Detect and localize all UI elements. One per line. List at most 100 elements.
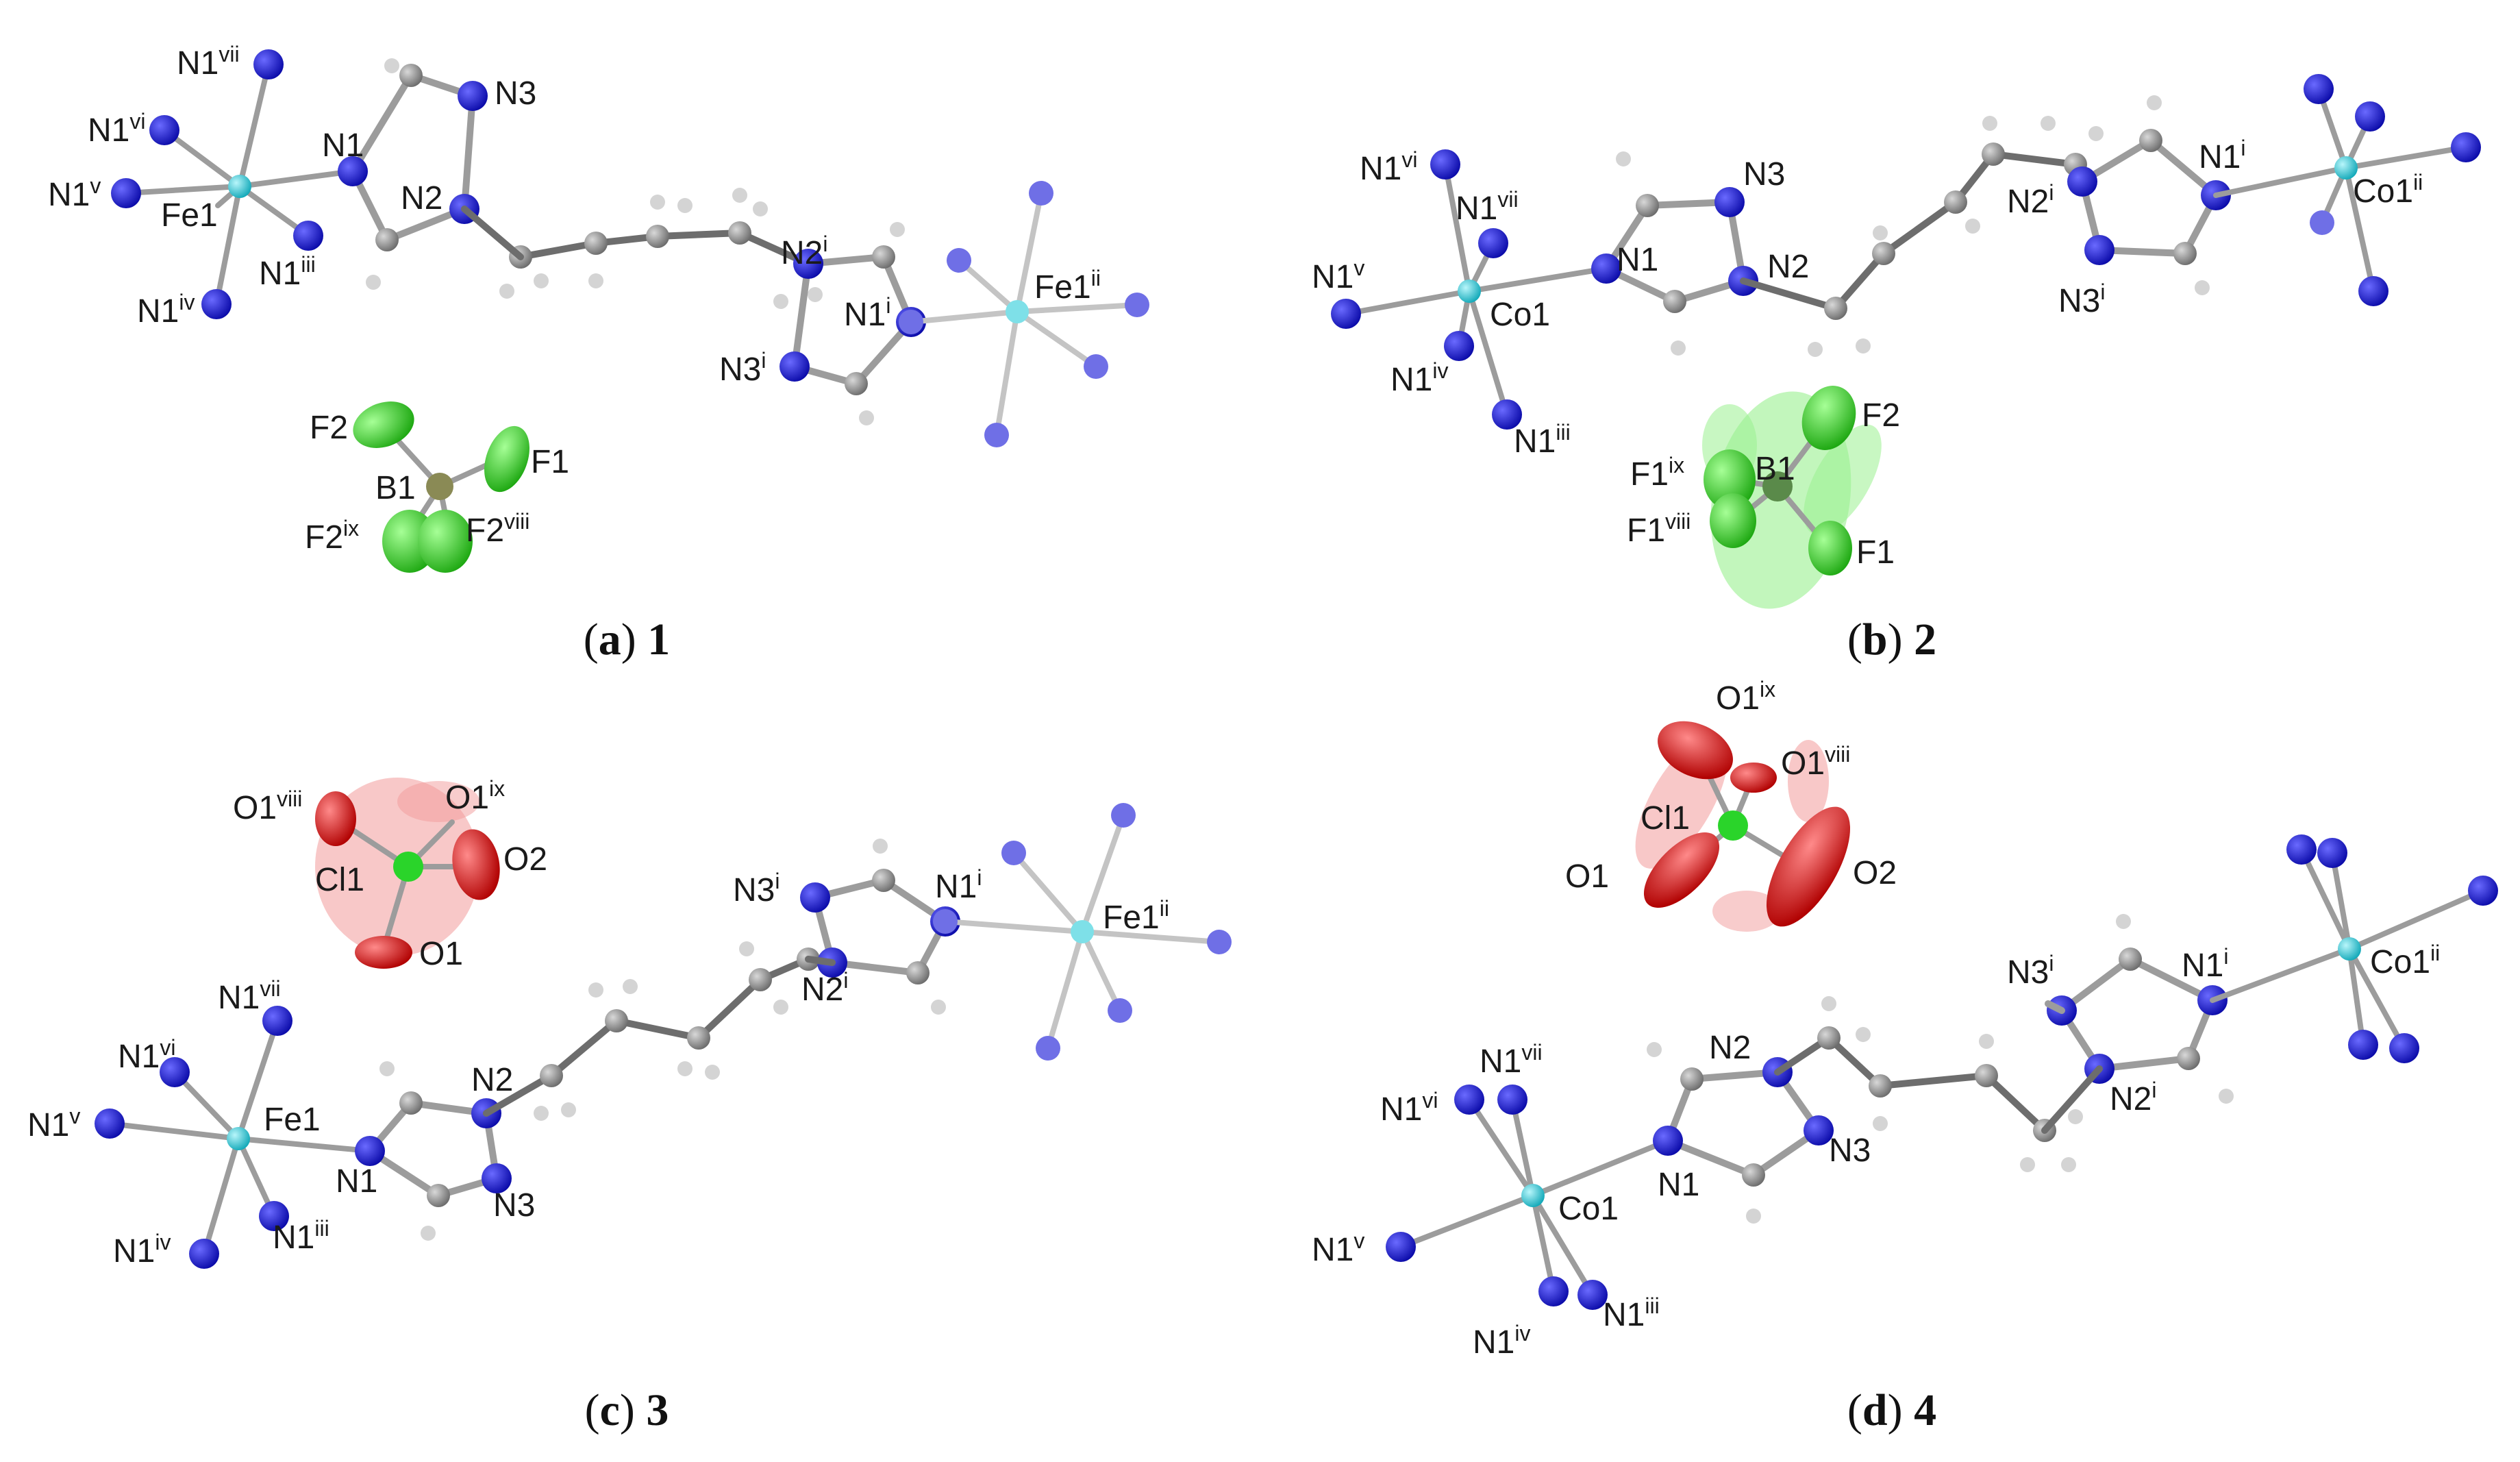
bond [2127,956,2216,1004]
carbon-atom [1975,1064,1998,1087]
panel-caption: (d) 4 [1847,1385,1936,1435]
bond [1825,1034,1884,1089]
bond [172,1069,241,1141]
carbon-atom [1982,143,2005,166]
fluorine-atom [1808,521,1852,575]
nitrogen-atom [779,351,810,382]
atom-label: F1 [1856,534,1895,571]
hydrogen-atom [1873,225,1888,240]
nitrogen-atom [1001,841,1026,865]
atom-label: O1viii [1781,742,1850,782]
atom-label: N1vi [88,109,145,149]
bond [1510,1097,1536,1198]
nitrogen-atom [253,49,284,79]
atom-label: N1iv [1473,1321,1530,1361]
atom-label: N3i [719,348,766,388]
nitrogen-atom [2451,132,2481,162]
metal-atom [227,1127,250,1150]
atom-label: N1vii [218,976,281,1016]
atom-label: N3 [1743,156,1785,193]
hydrogen-atom [2147,95,2162,110]
bond [805,956,836,966]
bond [237,169,355,189]
oxygen-atom [1766,806,1851,927]
atom-label: N2 [471,1062,513,1098]
bond [1832,250,1887,312]
bond [994,309,1020,438]
hydrogen-atom [588,273,603,288]
atom-label: Co1ii [2353,170,2423,210]
nitrogen-atom [95,1108,125,1139]
carbon-atom [1817,1026,1841,1050]
hydrogen-atom [753,201,768,216]
hydrogen-atom [366,275,381,290]
hydrogen-atom [2041,116,2056,131]
nitrogen-atom [262,1006,292,1036]
atom-label: N1vii [177,42,240,82]
nitrogen-atom [933,909,958,934]
metal-atom [1071,920,1094,943]
hydrogen-atom [421,1226,436,1241]
carbon-atom [605,1009,628,1032]
oxygen-ghost-atom [1712,891,1781,932]
bond [2330,850,2352,952]
atom-label: O2 [1853,855,1897,891]
bond [1740,277,1839,312]
bond [2343,165,2376,294]
nitrogen-atom [1497,1085,1527,1115]
bond [1530,1138,1671,1198]
fluorine-atom [418,510,473,573]
oxygen-atom [315,791,356,846]
hydrogen-atom [873,839,888,854]
hydrogen-atom [2020,1157,2035,1172]
atom-label: N1 [322,127,364,164]
nitrogen-atom [2348,1030,2378,1060]
bond [483,1072,555,1117]
atom-label: N1i [2199,136,2245,175]
oxygen-atom [452,829,500,900]
nitrogen-atom [1653,1126,1683,1156]
nitrogen-atom [338,156,368,186]
bond [613,1017,702,1041]
oxygen-ghost-atom [1788,740,1829,822]
bond [1990,151,2079,168]
nitrogen-atom [2389,1033,2419,1063]
hydrogen-atom [1982,116,1997,131]
hydrogen-atom [705,1065,720,1080]
hydrogen-atom [890,222,905,237]
hydrogen-atom [773,1000,788,1015]
bond [1530,1193,1595,1298]
nitrogen-atom [458,81,488,111]
atom-label: Fe1 [264,1102,321,1138]
hydrogen-atom [1979,1034,1994,1049]
atom-label: N1iii [273,1216,329,1256]
hydrogen-atom [379,1061,395,1076]
bond [943,919,1085,934]
nitrogen-atom [2310,210,2334,235]
atom-label: O1 [419,936,463,972]
atom-label: N1vii [1456,187,1519,227]
bond [1014,309,1099,369]
nitrogen-atom [2355,101,2385,132]
bond [236,1018,280,1141]
nitrogen-atom [1591,253,1621,284]
atom-label: N1iv [137,290,195,330]
oxygen-atom [1658,721,1733,780]
carbon-atom [1872,242,1895,265]
bond [349,72,414,175]
fluorine-atom [484,425,529,493]
bond [123,184,242,196]
carbon-atom [1824,297,1847,320]
hydrogen-atom [677,1061,693,1076]
atom-label: N2 [401,180,442,216]
atom-label: N3i [2058,280,2105,319]
atom-label: F2viii [466,509,529,549]
nitrogen-atom [1492,399,1522,430]
atom-label: N2 [1767,249,1809,285]
boron-atom [1762,471,1793,501]
bond [1080,929,1222,945]
atom-label: N1 [336,1163,377,1200]
hydrogen-atom [588,982,603,998]
